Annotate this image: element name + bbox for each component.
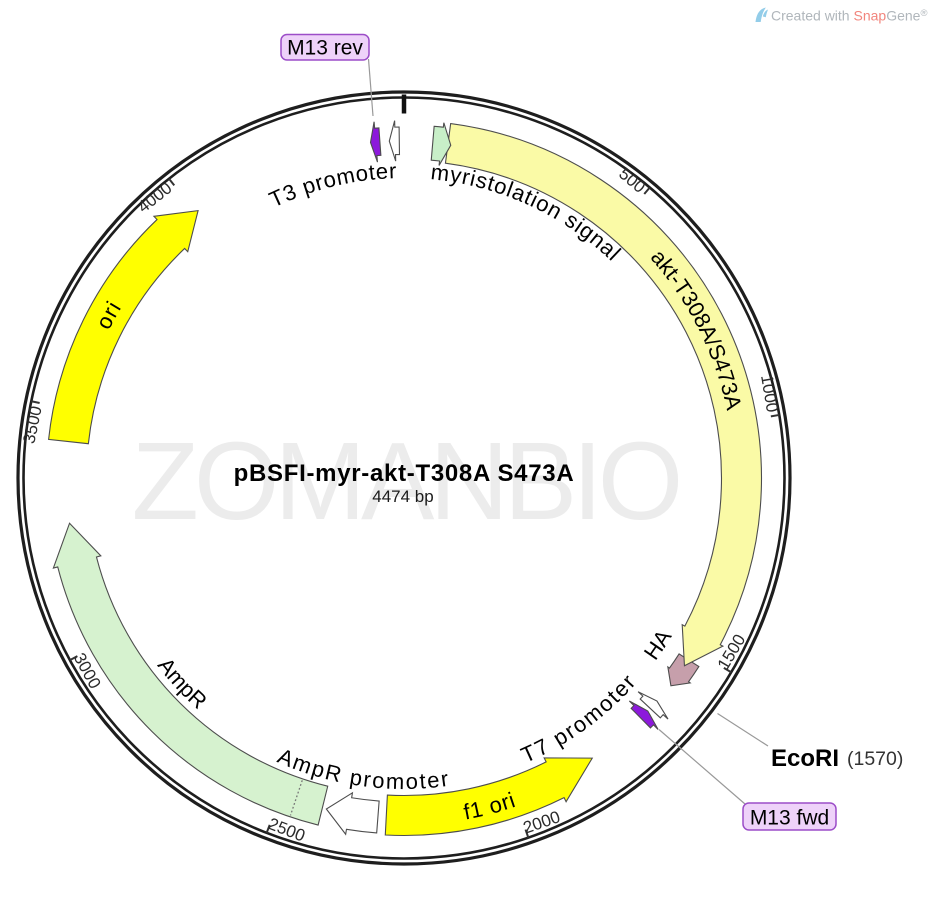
svg-text:EcoRI: EcoRI <box>771 745 839 772</box>
svg-text:M13 fwd: M13 fwd <box>750 807 829 830</box>
svg-text:ZOMANBIO: ZOMANBIO <box>132 420 679 543</box>
svg-text:Created with SnapGene®: Created with SnapGene® <box>771 8 927 24</box>
svg-text:M13 rev: M13 rev <box>287 37 363 60</box>
svg-text:(1570): (1570) <box>847 748 903 770</box>
svg-text:pBSFI-myr-akt-T308A S473A: pBSFI-myr-akt-T308A S473A <box>234 460 575 487</box>
svg-text:4474 bp: 4474 bp <box>372 487 433 506</box>
